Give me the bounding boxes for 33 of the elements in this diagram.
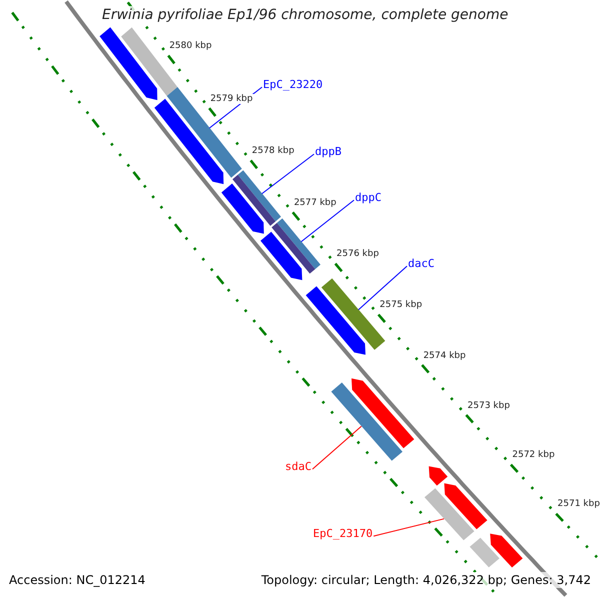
gene-bar	[232, 170, 281, 226]
gene-block	[100, 27, 158, 100]
scale-label: 2576 kbp	[336, 249, 380, 260]
gene-block	[490, 534, 523, 568]
scale-label: 2578 kbp	[250, 146, 296, 156]
scale-label: 2571 kbp	[556, 499, 600, 510]
gene-bar	[470, 538, 500, 568]
gene-label: dppC	[355, 191, 382, 204]
scale-label: 2574 kbp	[422, 350, 467, 361]
gene-bar	[331, 382, 402, 461]
scale-label: 2572 kbp	[511, 450, 556, 460]
gene-label: sdaC	[285, 460, 312, 473]
gene-label: dacC	[408, 257, 434, 270]
scale-label: 2573 kbp	[466, 400, 511, 411]
gene-bar	[272, 218, 320, 274]
gene-bar	[424, 488, 474, 540]
leader-line	[358, 266, 408, 310]
gene-label: EpC_23170	[313, 527, 373, 540]
leader-line	[300, 200, 354, 242]
gene-label: dppB	[315, 145, 342, 158]
leader-line	[373, 518, 444, 537]
scale-label: 2579 kbp	[209, 94, 254, 104]
gene-block	[352, 378, 414, 448]
gene-block	[260, 232, 302, 280]
gene-block	[428, 466, 448, 486]
gene-label: EpC_23220	[263, 78, 323, 91]
leader-line	[312, 426, 362, 470]
gene-block	[221, 184, 264, 234]
scale-label: 2577 kbp	[292, 198, 338, 208]
gene-block	[444, 483, 488, 530]
gene-block	[306, 286, 366, 355]
scale-label: 2580 kbp	[168, 41, 213, 52]
scale-label: 2575 kbp	[378, 300, 424, 310]
